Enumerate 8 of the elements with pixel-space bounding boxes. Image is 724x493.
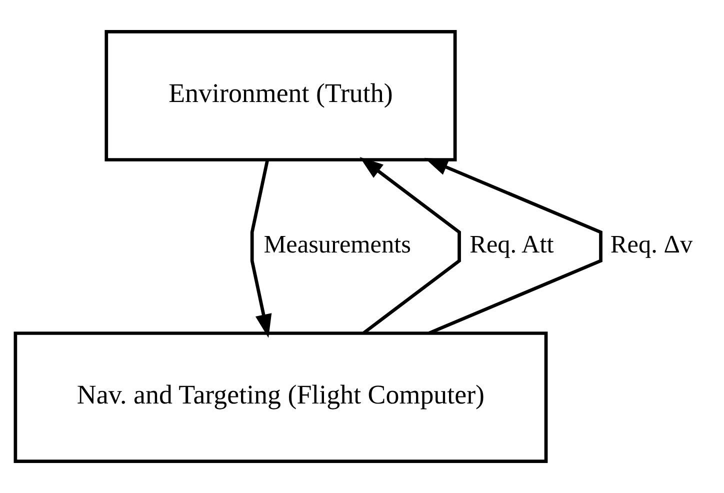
edge-label: Measurements [264,230,411,258]
arrow [424,158,602,335]
edge-label: Req. Δv [610,230,693,258]
arrow [360,157,461,334]
node-box: Nav. and Targeting (Flight Computer) [14,332,548,463]
edge-label: Req. Att [470,230,554,258]
node-box: Environment (Truth) [104,30,457,162]
arrow [250,160,272,338]
